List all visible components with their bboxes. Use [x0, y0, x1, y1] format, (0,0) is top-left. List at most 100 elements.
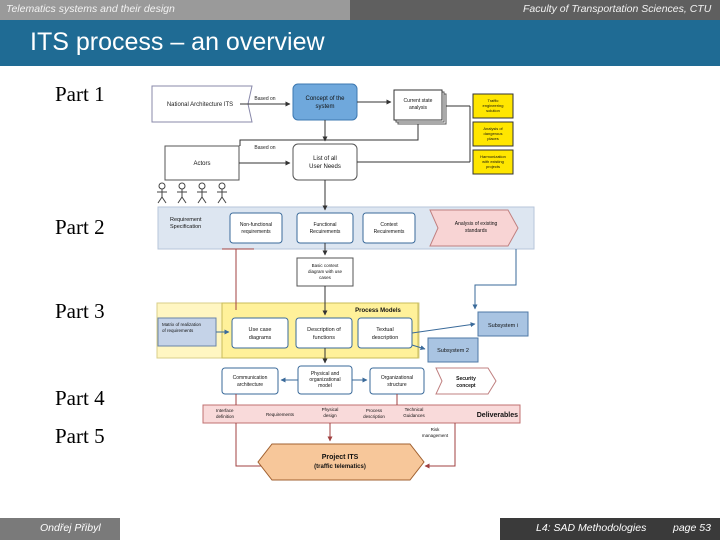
top-bar-left: Telematics systems and their design: [0, 0, 350, 20]
process-desc-label-1: Process: [366, 408, 383, 413]
project-its-label-2: (traffic telematics): [314, 464, 366, 470]
author-name: Ondřej Přibyl: [40, 522, 101, 534]
matrix-label-1: Matrix of realization: [162, 322, 202, 327]
nonfunctional-box: [229, 212, 283, 244]
communication-box: [221, 367, 279, 395]
interface-def-label-2: definition: [216, 414, 235, 419]
dangerous-places-box: [472, 121, 514, 147]
harmonization-label-3: projects: [486, 164, 500, 169]
arrow-left-to-project: [235, 423, 271, 469]
security-label-2: concept: [456, 383, 476, 389]
faculty-name: Faculty of Transportation Sciences, CTU: [523, 3, 712, 15]
existing-standards-shape: [429, 209, 519, 247]
subsystem-2-label: Subsystem 2: [437, 348, 469, 354]
slide-title: ITS process – an overview: [30, 28, 325, 56]
harmonization-box: [472, 149, 514, 175]
user-needs-label-2: User Needs: [309, 164, 341, 170]
part-2-label: Part 2: [55, 215, 105, 239]
dangerous-places-label-2: dangerous: [484, 131, 503, 136]
subsystem-i-label: Subsystem i: [488, 323, 518, 329]
arrow-textual-to-subsystem2: [411, 344, 426, 351]
footer-bar: Ondřej Přibyl L4: SAD Methodologies page…: [0, 518, 720, 540]
page-number: page 53: [673, 522, 711, 534]
actors-box: [164, 145, 240, 181]
top-bar: Telematics systems and their design Facu…: [0, 0, 720, 20]
traffic-engineering-label-1: Traffic: [488, 98, 499, 103]
current-state-label-2: analysis: [409, 105, 428, 111]
part-4-label: Part 4: [55, 386, 105, 410]
national-architecture-label: National Architecture ITS: [167, 102, 233, 108]
technical-guidances-label-2: Guidances: [403, 413, 425, 418]
physical-design-label-2: design: [323, 413, 337, 418]
dangerous-places-label-1: Analysis of: [483, 126, 503, 131]
desc-functions-label-2: functions: [313, 335, 335, 341]
nonfunctional-label-1: Non-functional: [240, 222, 272, 228]
connector-current-to-actors: [239, 124, 419, 146]
title-bar: ITS process – an overview: [0, 20, 720, 66]
risk-mgmt-label-2: management: [422, 433, 449, 438]
traffic-engineering-box: [472, 93, 514, 119]
communication-label-2: architecture: [237, 382, 263, 388]
risk-mgmt-label-1: Risk: [431, 427, 440, 432]
basic-context-label-1: Basic context: [312, 263, 340, 268]
physical-org-label-3: model: [318, 383, 332, 389]
security-label-1: Security: [456, 376, 476, 382]
functional-label-1: Functional: [313, 222, 336, 228]
part-3-label: Part 3: [55, 299, 105, 323]
arrow-textual-to-subsystem: [411, 322, 476, 334]
textual-desc-label-1: Textual: [376, 327, 393, 333]
use-case-label-2: diagrams: [249, 335, 272, 341]
physical-org-label-1: Physical and: [311, 371, 340, 377]
org-structure-label-2: structure: [387, 382, 407, 388]
matrix-label-2: of requirements: [162, 328, 194, 333]
basic-context-box: [296, 257, 354, 287]
functional-label-2: Recuirements: [310, 229, 341, 235]
context-req-label-1: Context: [380, 222, 398, 228]
subsystem-2-box: [427, 337, 479, 363]
use-case-box: [231, 317, 289, 349]
project-its-label-1: Project ITS: [322, 454, 359, 461]
concept-label-2: system: [315, 104, 334, 110]
harmonization-label-2: with existing: [482, 159, 504, 164]
desc-functions-label-1: Description of: [307, 327, 341, 333]
security-shape: [435, 367, 497, 395]
arrow-band-to-subsystem: [472, 249, 517, 310]
org-structure-label-1: Organizational: [381, 375, 413, 381]
context-req-label-2: Recuirements: [374, 229, 405, 235]
course-title: Telematics systems and their design: [6, 3, 175, 15]
harmonization-label-1: Harmonization: [480, 154, 506, 159]
interface-def-label-1: Interface: [216, 408, 234, 413]
process-models-label: Process Models: [355, 308, 401, 314]
basic-context-label-2: diagram with use: [308, 269, 343, 274]
user-needs-box: [292, 143, 358, 181]
concept-box: [292, 83, 358, 121]
basic-context-label-3: cases: [319, 275, 332, 280]
current-state-box: [393, 89, 443, 121]
functional-box: [296, 212, 354, 244]
footer-middle: [120, 518, 500, 540]
national-architecture-shape: [151, 85, 253, 123]
communication-label-1: Communication: [233, 375, 268, 381]
use-case-label-1: Use case: [249, 327, 272, 333]
technical-guidances-label-1: Technical: [405, 407, 424, 412]
org-structure-box: [369, 367, 425, 395]
footer-left: Ondřej Přibyl: [0, 518, 120, 540]
nonfunctional-label-2: requirements: [241, 229, 271, 235]
part-5-label: Part 5: [55, 424, 105, 448]
physical-org-label-2: organizational: [309, 377, 340, 383]
footer-right: L4: SAD Methodologies page 53: [500, 518, 720, 540]
part-1-label: Part 1: [55, 82, 105, 106]
current-state-label-1: Current state: [404, 98, 433, 104]
arrow-right-to-project: [424, 423, 456, 469]
actors-label: Actors: [193, 161, 210, 167]
deliverables-label: Deliverables: [477, 412, 518, 419]
subsystem-i-box: [477, 311, 529, 337]
concept-label-1: Concept of the: [305, 96, 345, 102]
textual-desc-box: [357, 317, 413, 349]
requirements-label: Requirements: [266, 412, 295, 417]
existing-standards-label-2: standards: [465, 228, 487, 234]
top-bar-right: Faculty of Transportation Sciences, CTU: [350, 0, 720, 20]
user-needs-label-1: List of all: [313, 156, 337, 162]
process-desc-label-2: description: [363, 414, 385, 419]
